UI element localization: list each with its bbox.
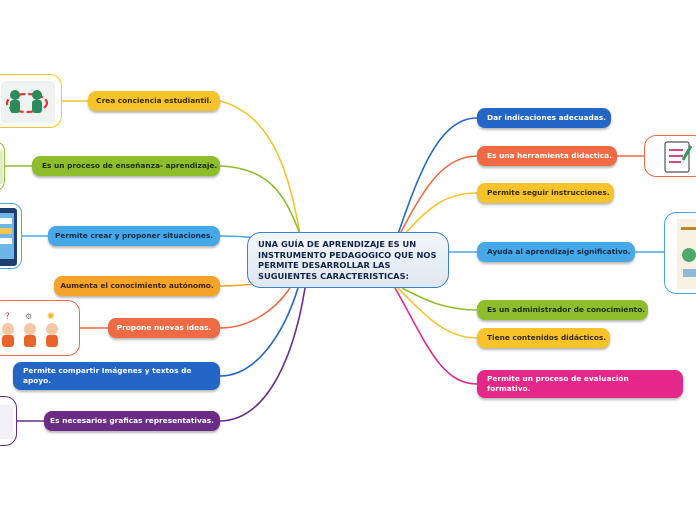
link-administrador bbox=[402, 288, 477, 310]
node-label: Es un administrador de conocimiento. bbox=[487, 305, 645, 315]
node-aprendizaje-significativo[interactable]: Ayuda al aprendizaje significativo. bbox=[477, 242, 635, 262]
node-label: Es necesarios graficas representativas. bbox=[50, 416, 214, 426]
node-conocimiento-autonomo[interactable]: Aumenta el conocimiento autónomo. bbox=[54, 276, 220, 296]
node-label: Permite un proceso de evaluación formati… bbox=[487, 374, 673, 394]
node-administrador[interactable]: Es un administrador de conocimiento. bbox=[477, 300, 648, 320]
svg-text:⚙: ⚙ bbox=[25, 312, 32, 321]
node-label: Ayuda al aprendizaje significativo. bbox=[487, 247, 631, 257]
node-contenidos[interactable]: Tiene contenidos didácticos. bbox=[477, 328, 610, 348]
children-icon: ? ⚙ ✺ bbox=[0, 301, 80, 356]
node-label: Dar indicaciones adecuadas. bbox=[487, 113, 606, 123]
node-seguir-instrucciones[interactable]: Permite seguir instrucciones. bbox=[477, 183, 614, 203]
node-label: Es una herramienta didactica. bbox=[487, 151, 612, 161]
tablet-icon bbox=[0, 204, 22, 269]
infographic-icon bbox=[665, 213, 696, 294]
node-nuevas-ideas[interactable]: Propone nuevas ideas. bbox=[108, 318, 220, 338]
node-crear-proponer[interactable]: Permite crear y proponer situaciones. bbox=[48, 226, 220, 246]
central-topic-text: UNA GUÍA DE APRENDIZAJE ES UN INSTRUMENT… bbox=[258, 239, 436, 281]
node-compartir-imagenes[interactable]: Permite compartir Imágenes y textos de a… bbox=[13, 362, 220, 390]
node-label: Permite seguir instrucciones. bbox=[487, 188, 610, 198]
graphics-image[interactable] bbox=[0, 396, 17, 446]
students-reading-image[interactable] bbox=[0, 141, 5, 191]
node-label: Permite compartir Imágenes y textos de a… bbox=[23, 366, 210, 386]
node-label: Propone nuevas ideas. bbox=[117, 323, 212, 333]
reading-icon bbox=[0, 142, 5, 191]
node-crea-conciencia[interactable]: Crea conciencia estudiantil. bbox=[88, 91, 220, 111]
graphics-icon bbox=[0, 397, 17, 446]
students-discussion-image[interactable] bbox=[0, 74, 62, 128]
node-graficas[interactable]: Es necesarios graficas representativas. bbox=[44, 411, 220, 431]
students-icon bbox=[0, 75, 62, 128]
link-nuevas-ideas bbox=[220, 288, 290, 328]
node-label: Crea conciencia estudiantil. bbox=[96, 96, 212, 106]
children-ideas-image[interactable]: ? ⚙ ✺ bbox=[0, 300, 80, 356]
link-compartir-imagenes bbox=[220, 288, 298, 376]
node-dar-indicaciones[interactable]: Dar indicaciones adecuadas. bbox=[477, 108, 611, 128]
node-label: Tiene contenidos didácticos. bbox=[487, 333, 606, 343]
link-seguir-instrucciones bbox=[405, 193, 477, 234]
node-herramienta[interactable]: Es una herramienta didactica. bbox=[477, 146, 617, 166]
node-label: Es un proceso de enseñanza- aprendizaje. bbox=[42, 161, 217, 171]
link-contenidos bbox=[398, 288, 477, 338]
learning-infographic-image[interactable] bbox=[664, 212, 696, 294]
tablet-image[interactable] bbox=[0, 203, 22, 269]
svg-text:?: ? bbox=[5, 312, 10, 322]
node-label: Permite crear y proponer situaciones. bbox=[55, 231, 213, 241]
node-proceso-ensenanza[interactable]: Es un proceso de enseñanza- aprendizaje. bbox=[32, 156, 220, 176]
checklist-icon bbox=[645, 136, 696, 177]
checklist-document-image[interactable] bbox=[644, 135, 696, 177]
central-topic[interactable]: UNA GUÍA DE APRENDIZAJE ES UN INSTRUMENT… bbox=[247, 232, 449, 288]
node-evaluacion[interactable]: Permite un proceso de evaluación formati… bbox=[477, 370, 683, 398]
link-proceso-ensenanza bbox=[220, 166, 300, 234]
node-label: Aumenta el conocimiento autónomo. bbox=[60, 281, 213, 291]
svg-text:✺: ✺ bbox=[47, 312, 55, 322]
